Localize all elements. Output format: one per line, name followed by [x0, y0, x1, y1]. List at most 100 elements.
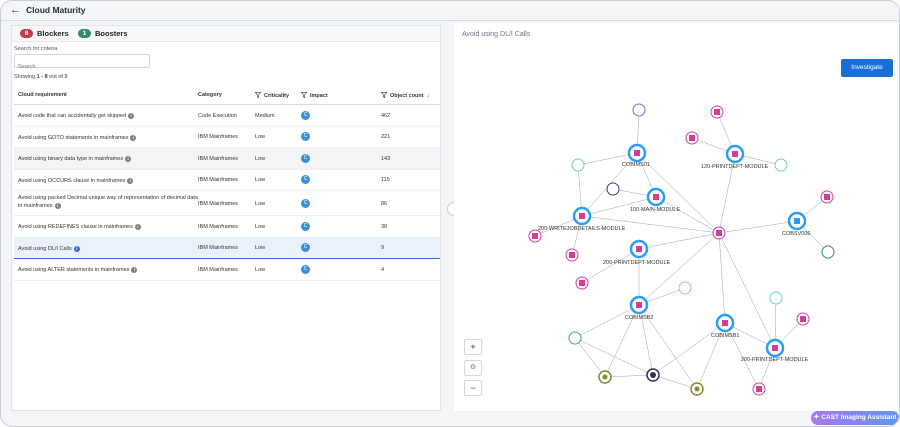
filter-icon[interactable] [255, 92, 261, 98]
object-count-cell: 115 [381, 177, 390, 183]
info-icon[interactable]: i [127, 177, 134, 184]
impact-cell: C [301, 221, 310, 231]
criticality-cell: Low [255, 155, 266, 162]
requirement-text: Avoid using OCCURS clause in mainframes [18, 177, 126, 184]
impact-cell: C [301, 175, 310, 184]
requirement-text: Avoid using REDEFINES clause in mainfram… [18, 224, 133, 230]
impact-cell: C [301, 264, 310, 274]
requirement-cell: Avoid using REDEFINES clause in mainfram… [18, 223, 198, 231]
node-label-200-printdept-b: 200-PRINTDEPT-MODULE [741, 357, 809, 363]
node-label-200-printdept-a: 200-PRINTDEPT-MODULE [603, 260, 671, 266]
search-input[interactable] [18, 61, 148, 73]
assistant-button[interactable]: ✦CAST Imaging Assistant [811, 411, 899, 425]
category-cell: IBM Mainframes [198, 266, 239, 273]
assistant-label: CAST Imaging Assistant [821, 414, 897, 421]
table-row[interactable]: Avoid code that can accidentally get ski… [14, 105, 440, 127]
search-field[interactable] [14, 54, 150, 73]
info-icon[interactable]: i [130, 134, 137, 141]
info-icon[interactable]: i [134, 224, 141, 230]
impact-badge: C [301, 153, 310, 163]
impact-badge: C [301, 199, 310, 208]
sparkle-icon: ✦ [813, 414, 820, 421]
showing-range: 1 - 8 [36, 74, 48, 80]
zoom-out-button[interactable]: − [464, 380, 482, 396]
impact-cell: C [301, 153, 310, 163]
category-cell: IBM Mainframes [198, 223, 239, 230]
column-header-object-count[interactable]: Object count↓ [381, 92, 430, 99]
column-header-requirement[interactable]: Cloud requirement [18, 92, 67, 98]
info-icon[interactable]: i [54, 203, 61, 209]
tab-boosters[interactable]: 1 Boosters [78, 28, 140, 40]
impact-cell: C [301, 132, 310, 141]
zoom-in-button[interactable]: + [464, 339, 482, 355]
object-count-cell: 4 [381, 266, 385, 273]
sort-descending-icon[interactable]: ↓ [426, 93, 430, 99]
title-bar: ← Cloud Maturity [1, 1, 899, 21]
highlighted-nodes[interactable] [572, 143, 807, 358]
impact-cell: C [301, 243, 310, 252]
info-icon[interactable]: i [128, 113, 135, 119]
requirement-text: Avoid code that can accidentally get ski… [18, 113, 127, 119]
criticality-cell: Low [255, 177, 266, 183]
showing-prefix: Showing [14, 74, 37, 80]
fit-view-button[interactable]: ⊙ [464, 360, 482, 376]
column-header-criticality[interactable]: Criticality [255, 92, 289, 99]
requirement-cell: Avoid using GOTO statements in mainframe… [18, 134, 198, 142]
node-label-cobimsb2: COBIMSB2 [625, 315, 653, 321]
blockers-count-badge: 8 [20, 29, 33, 38]
search-label: Search for criteria [14, 46, 58, 52]
criticality-cell: Low [255, 223, 266, 230]
impact-badge: C [301, 175, 310, 184]
info-icon[interactable]: i [73, 245, 80, 252]
graph-edges [534, 109, 829, 390]
node-labels: COBIMS01 120-PRINTDEPT-MODULE 100-MAIN-M… [538, 162, 810, 363]
table-row[interactable]: Avoid using packed Decimal unique way of… [14, 191, 440, 216]
object-count-cell: 38 [381, 223, 388, 230]
requirement-text: Avoid using GOTO statements in mainframe… [18, 134, 129, 141]
investigate-button[interactable]: Investigate [841, 59, 893, 77]
showing-suffix: out of 8 [47, 74, 68, 80]
impact-badge: C [301, 243, 310, 252]
graph-nodes[interactable] [528, 103, 835, 396]
info-icon[interactable]: i [131, 267, 138, 273]
object-count-header-label: Object count [390, 93, 424, 99]
column-header-impact[interactable]: Impact [301, 92, 328, 99]
back-arrow-icon[interactable]: ← [10, 4, 21, 16]
impact-badge: C [301, 132, 310, 141]
object-count-cell: 86 [381, 200, 388, 207]
category-cell: IBM Mainframes [198, 200, 239, 207]
table-row[interactable]: Avoid using ALTER statements in mainfram… [14, 259, 440, 281]
info-icon[interactable]: i [125, 156, 132, 162]
filter-icon[interactable] [301, 92, 307, 98]
requirement-cell: Avoid code that can accidentally get ski… [18, 112, 198, 120]
graph-panel: Avoid using DL/I Calls Investigate [454, 23, 899, 411]
impact-cell: C [301, 110, 310, 120]
criticality-cell: Low [255, 134, 266, 140]
object-count-cell: 143 [381, 155, 391, 162]
filter-icon[interactable] [381, 92, 387, 98]
table-row[interactable]: Avoid using binary data type in mainfram… [14, 148, 440, 170]
criticality-cell: Low [255, 266, 266, 273]
table-row[interactable]: Avoid using GOTO statements in mainframe… [14, 127, 440, 148]
requirement-text: Avoid using DL/I Calls [18, 245, 72, 252]
table-row[interactable]: Avoid using REDEFINES clause in mainfram… [14, 216, 440, 238]
requirements-table: Cloud requirement Category Criticality I… [14, 85, 440, 281]
tab-boosters-label: Boosters [95, 29, 128, 38]
boosters-count-badge: 1 [78, 29, 91, 38]
column-header-category[interactable]: Category [198, 92, 222, 98]
dependency-graph[interactable]: COBIMS01 120-PRINTDEPT-MODULE 100-MAIN-M… [454, 23, 899, 411]
page-title: Cloud Maturity [26, 5, 86, 15]
node-label-cobsv006: COBSV006 [782, 231, 810, 237]
criticality-cell: Low [255, 200, 266, 207]
node-label-200-writejobdetails: 200-WRITEJOBDETAILS-MODULE [538, 226, 626, 232]
requirement-cell: Avoid using binary data type in mainfram… [18, 155, 198, 163]
object-count-cell: 221 [381, 134, 391, 140]
node-label-cobimsb1: COBIMSB1 [711, 333, 739, 339]
